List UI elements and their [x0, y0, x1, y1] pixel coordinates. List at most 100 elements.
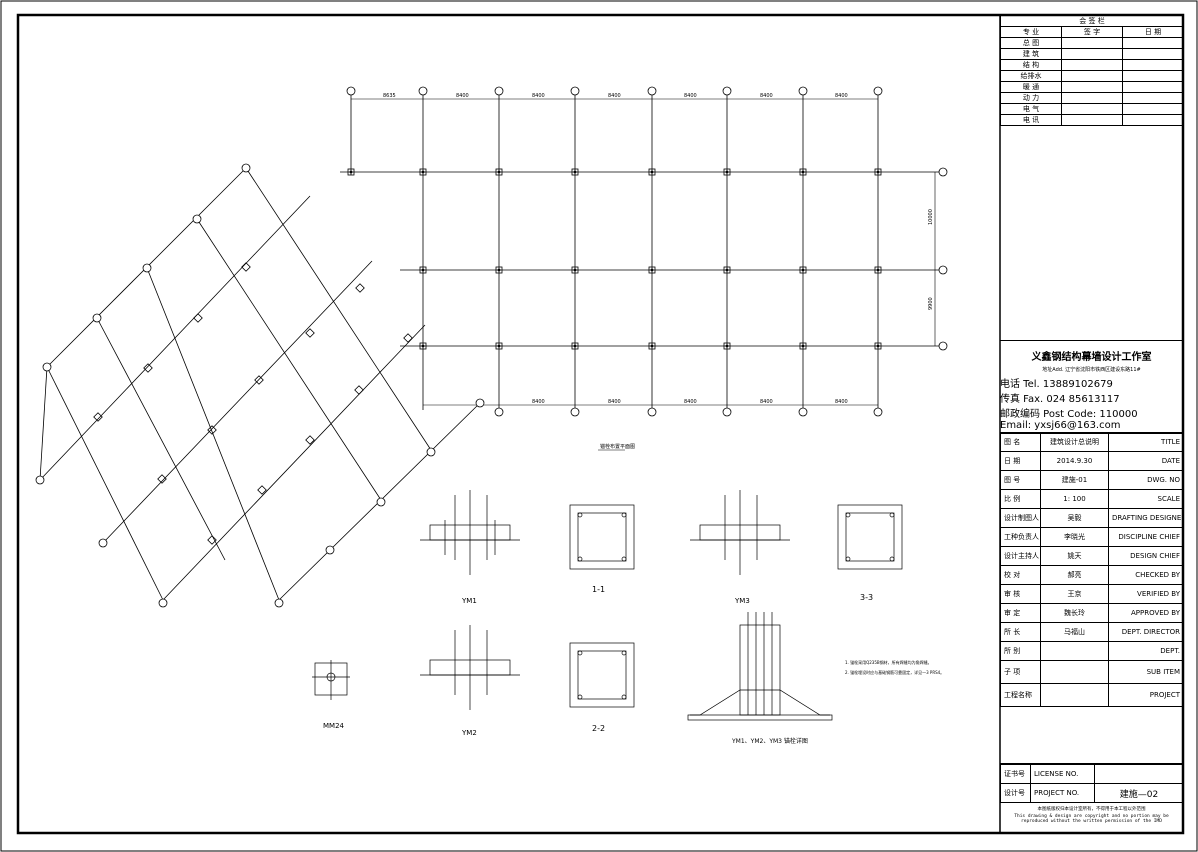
anchor-center: [421, 344, 425, 348]
column-anchor-marker: [157, 474, 167, 484]
info-en: DESIGN CHIEF: [1108, 546, 1184, 566]
column-anchor-marker: [495, 266, 503, 274]
detail-ym1: [420, 490, 520, 575]
anchor-center: [421, 268, 425, 272]
info-en: SUB ITEM: [1108, 660, 1184, 684]
detail-ym2: [420, 625, 520, 710]
info-val: 王京: [1040, 584, 1109, 604]
column-anchor-marker: [419, 168, 427, 176]
column-anchor-marker: [799, 266, 807, 274]
countersign-heading: 会 签 栏: [999, 15, 1185, 27]
info-val: 吴毅: [1040, 508, 1109, 528]
copyright-cn: 本图纸版权归本设计室所有，不得用于本工程以外范围: [1037, 806, 1146, 811]
column-anchor-marker: [571, 342, 579, 350]
license-table: 证书号 LICENSE NO. 设计号 PROJECT NO. 建施—02: [1000, 764, 1184, 803]
info-val: 2014.9.30: [1040, 451, 1109, 471]
info-en: APPROVED BY: [1108, 603, 1184, 623]
discipline-row: 电 讯: [1000, 114, 1062, 126]
info-en: PROJECT: [1108, 683, 1184, 707]
anchor-center: [421, 170, 425, 174]
base-caption: YM1、YM2、YM3 锚栓详图: [731, 737, 808, 745]
dim-top-4: 8400: [684, 93, 697, 99]
column-anchor-marker: [571, 266, 579, 274]
info-en: DEPT.: [1108, 641, 1184, 661]
section-2-2-label: 2-2: [592, 724, 605, 733]
svg-text:8400: 8400: [532, 399, 545, 405]
studio-info: 义鑫钢结构幕墙设计工作室 地址Add. 辽宁省沈阳市铁西区建设东路11# 电话 …: [1000, 340, 1183, 434]
svg-text:9900: 9900: [928, 297, 934, 310]
anchor-plan-rect: [340, 95, 940, 410]
anchor-center: [876, 268, 880, 272]
plan-caption: 锚栓布置平面图: [600, 443, 635, 450]
column-anchor-marker: [495, 168, 503, 176]
discipline-row: 动 力: [1000, 92, 1062, 104]
dim-top-5: 8400: [760, 93, 773, 99]
info-cn: 设计主持人: [1000, 546, 1041, 566]
skew-bubbles: [35, 163, 485, 608]
info-cn: 工种负责人: [1000, 527, 1041, 547]
discipline-row: 给排水: [1000, 70, 1062, 82]
anchor-center: [573, 268, 577, 272]
countersign-table: 会 签 栏 专 业 签 字 日 期 总 图 建 筑 结 构 给排水 暖 通 动 …: [999, 15, 1185, 126]
svg-text:10000: 10000: [928, 209, 934, 225]
column-anchor-marker: [355, 283, 365, 293]
info-val: 马福山: [1040, 622, 1109, 642]
discipline-row: 结 构: [1000, 59, 1062, 71]
anchor-center: [876, 344, 880, 348]
column-anchor-marker: [723, 266, 731, 274]
column-anchor-marker: [403, 333, 413, 343]
info-val: [1040, 683, 1109, 707]
column-anchor-marker: [648, 342, 656, 350]
ym2-caption: YM2: [461, 729, 477, 737]
notes: 1. 锚栓采用Q235B钢材，所有焊缝均为角焊缝。 2. 锚栓埋设时应与基础钢筋…: [845, 659, 944, 675]
anchor-center: [725, 268, 729, 272]
section-3-3-label: 3-3: [860, 593, 873, 602]
grid-bubbles-right: [938, 167, 948, 351]
detail-base: [687, 612, 833, 721]
info-val: 魏长玲: [1040, 603, 1109, 623]
column-anchor-marker: [874, 342, 882, 350]
info-en: CHECKED BY: [1108, 565, 1184, 585]
studio-address: 地址Add. 辽宁省沈阳市铁西区建设东路11#: [1042, 367, 1141, 373]
info-en: DISCIPLINE CHIEF: [1108, 527, 1184, 547]
discipline-row: 建 筑: [1000, 48, 1062, 60]
anchor-center: [725, 170, 729, 174]
info-val: 李晓光: [1040, 527, 1109, 547]
column-anchor-marker: [648, 266, 656, 274]
column-anchor-marker: [143, 363, 153, 373]
anchor-center: [876, 170, 880, 174]
svg-text:8400: 8400: [684, 399, 697, 405]
anchor-center: [725, 344, 729, 348]
info-val: 姚天: [1040, 546, 1109, 566]
column-anchor-marker: [305, 435, 315, 445]
section-3-3: [837, 504, 903, 570]
column-anchor-marker: [495, 342, 503, 350]
dim-top-3: 8400: [608, 93, 621, 99]
license-cn: 证书号: [1000, 764, 1031, 784]
column-anchor-marker: [799, 168, 807, 176]
studio-fax: 传真 Fax. 024 85613117: [1000, 394, 1120, 405]
anchor-center: [801, 170, 805, 174]
copyright-en-2: reproduced without the written permissio…: [1021, 819, 1162, 824]
discipline-row: 电 气: [1000, 103, 1062, 115]
column-anchor-marker: [648, 168, 656, 176]
anchor-center: [497, 268, 501, 272]
license-block: 证书号 LICENSE NO. 设计号 PROJECT NO. 建施—02 本图…: [1000, 763, 1184, 824]
detail-mm24: [312, 660, 350, 700]
studio-post: 邮政编码 Post Code: 110000: [1000, 409, 1138, 420]
column-anchor-marker: [193, 313, 203, 323]
info-en: TITLE: [1108, 432, 1184, 452]
note-2: 2. 锚栓埋设时应与基础钢筋可靠固定，详见—3 PRS4。: [845, 669, 944, 675]
studio-name: 义鑫钢结构幕墙设计工作室: [1031, 352, 1152, 363]
section-1-1: [569, 504, 635, 570]
license-en: LICENSE NO.: [1030, 764, 1095, 784]
info-en: DATE: [1108, 451, 1184, 471]
info-cn: 日 期: [1000, 451, 1041, 471]
